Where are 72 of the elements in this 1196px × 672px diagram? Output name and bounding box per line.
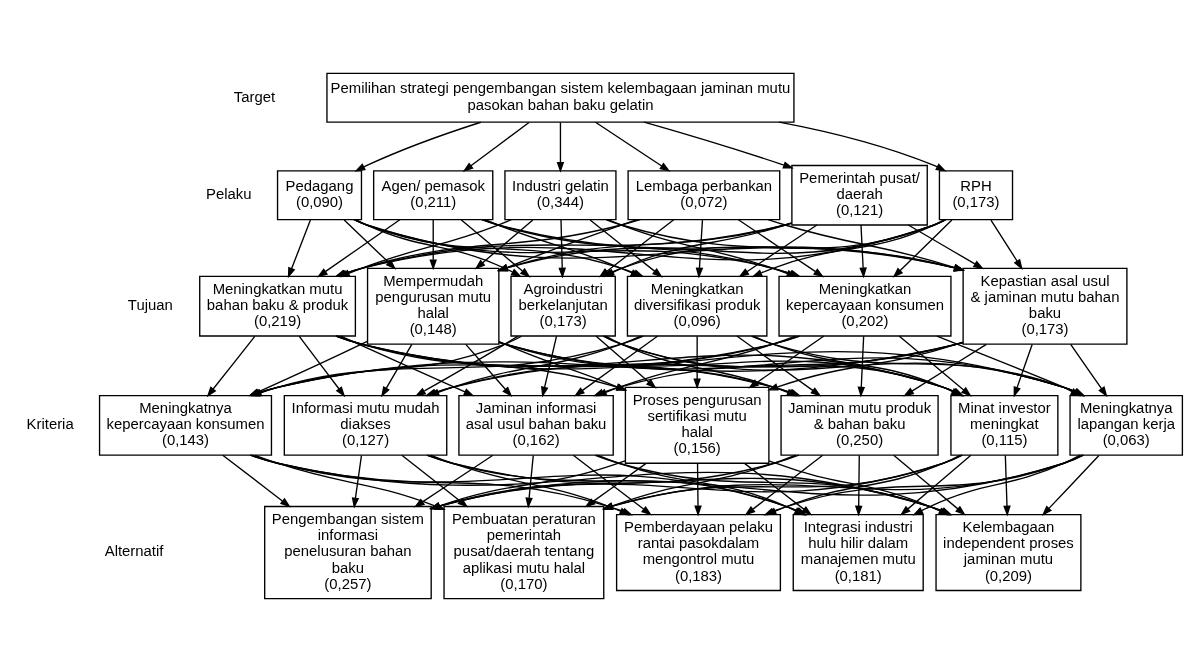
node-box: Integrasi industri hulu hilir dalam manajemen mutu (0,181) (792, 514, 924, 592)
label: Kriteria (26, 416, 74, 433)
arrow (465, 343, 513, 398)
arrow (605, 219, 965, 272)
arrow (558, 219, 566, 279)
arrow (474, 219, 534, 270)
node-box: Jaminan mutu produk & bahan baku (0,250) (780, 394, 939, 456)
arrow (525, 454, 534, 509)
node-box: Pemilihan strategi pengembangan sistem kelembagaan jaminan mutu pasokan bahan baku gelatin (326, 72, 795, 123)
arrow (497, 222, 793, 272)
arrow (693, 335, 701, 390)
arrow (859, 224, 867, 279)
arrow (601, 454, 797, 510)
arrow (556, 121, 565, 173)
label: Target (233, 88, 276, 105)
node-box: Pemerintah pusat/ daerah (0,121) (791, 164, 928, 226)
arrow (907, 224, 985, 270)
arrow (1070, 343, 1108, 398)
node-box: Pemberdayaan pelaku rantai pasokdalam mengontrol mutu (0,183) (615, 514, 782, 592)
arrow (351, 454, 363, 509)
arrow (460, 219, 531, 278)
arrow (857, 335, 866, 398)
arrow (206, 335, 256, 398)
arrow (429, 219, 437, 271)
node-box: RPH (0,173) (938, 170, 1014, 221)
node-box: Agroindustri berkelanjutan (0,173) (510, 275, 616, 337)
node-box: Industri gelatin (0,344) (504, 170, 617, 221)
arrow (990, 219, 1023, 270)
node-box: Lembaga perbankan (0,072) (627, 170, 781, 221)
node-box: Meningkatnya lapangan kerja (0,063) (1069, 394, 1184, 456)
node-box: Minat investor meningkat (0,115) (950, 394, 1059, 456)
arrow (694, 462, 702, 517)
arrow (602, 454, 1084, 510)
node-box: Pengembangan sistem informasi penelusuran bahan baku (0,257) (264, 505, 432, 600)
arrow (892, 219, 953, 278)
arrow (353, 218, 965, 272)
arrow (643, 121, 794, 169)
arrow (222, 454, 291, 508)
node-box: Informasi mutu mudah diakses (0,127) (283, 394, 448, 456)
arrow (462, 121, 530, 172)
arrow (1041, 454, 1100, 516)
node-box: Pembuatan peraturan pemerintah pusat/daerah tentang aplikasi mutu halal (0,170) (443, 505, 605, 600)
node-box: Jaminan informasi asal usul bahan baku (0,162) (458, 394, 614, 456)
arrow (298, 335, 346, 398)
node-box: Proses pengurusan sertifikasi mutu halal (0,156) (624, 386, 770, 464)
node-box: Pedagang (0,090) (276, 170, 363, 221)
arrow (355, 219, 522, 278)
arrow (381, 343, 413, 398)
arrow (497, 219, 638, 272)
node-box: Meningkatkan kepercayaan konsumen (0,202) (778, 275, 952, 337)
node-box: Kelembagaan independent proses jaminan mutu (0,209) (935, 514, 1082, 592)
arrow (287, 219, 312, 279)
node-box: Meningkatnya kepercayaan konsumen (0,143) (98, 394, 273, 456)
arrow (354, 121, 482, 172)
arrow (1003, 454, 1011, 517)
node-box: Meningkatkan diversifikasi produk (0,096) (626, 275, 768, 337)
arrow (854, 454, 863, 517)
node-box: Kepastian asal usul & jaminan mutu bahan baku (0,173) (962, 267, 1128, 345)
arrow (254, 454, 446, 510)
arrow (1013, 343, 1033, 398)
arrow (541, 335, 558, 398)
arrow (778, 121, 947, 172)
node-box: Mempermudah pengurusan mutu halal (0,148) (366, 267, 500, 345)
arrow (695, 219, 704, 279)
arrow (767, 218, 965, 272)
label: Alternatif (104, 543, 164, 560)
label: Tujuan (127, 297, 173, 314)
node-box: Agen/ pemasok (0,211) (372, 170, 494, 221)
label: Pelaku (206, 186, 252, 203)
arrow (343, 219, 397, 270)
arrow (594, 121, 671, 172)
node-box: Meningkatkan mutu bahan baku & produk (0,219) (199, 275, 357, 337)
